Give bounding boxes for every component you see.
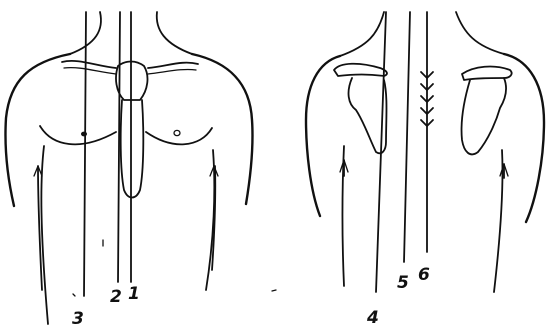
back-neck-right <box>456 12 504 54</box>
line-5-paravertebral <box>404 12 410 262</box>
right-shoulder-outline <box>192 54 253 204</box>
back-left-shoulder <box>306 56 340 216</box>
left-nipple <box>81 132 87 137</box>
left-pectoral-line <box>40 126 116 144</box>
label-line-4: 4 <box>366 308 379 325</box>
left-clavicle <box>62 61 116 68</box>
back-neck-left <box>340 12 384 56</box>
right-scapula-body <box>461 78 506 154</box>
label-line-2: 2 <box>110 287 122 307</box>
label-line-1: 1 <box>128 284 140 304</box>
label-line-5: 5 <box>397 273 409 293</box>
right-clavicle <box>148 63 198 68</box>
label-line-6: 6 <box>418 265 430 285</box>
sternum-body <box>121 100 144 198</box>
stray-mark <box>73 294 75 296</box>
label-line-3: 3 <box>72 309 84 325</box>
left-flank-outline <box>41 146 48 324</box>
right-flank-outline <box>206 150 214 290</box>
line-3-midclavicular <box>84 12 86 296</box>
left-scapula-spine <box>334 64 387 76</box>
right-nipple <box>174 130 180 135</box>
back-stray-mark <box>272 290 276 291</box>
line-2-sternal <box>118 12 120 282</box>
right-clavicle-lower <box>148 69 196 74</box>
anterior-torso-view <box>5 12 252 324</box>
neck-right-outline <box>157 12 192 54</box>
left-clavicle-lower <box>64 68 116 74</box>
posterior-torso-view <box>272 12 544 292</box>
back-right-shoulder <box>504 54 544 222</box>
